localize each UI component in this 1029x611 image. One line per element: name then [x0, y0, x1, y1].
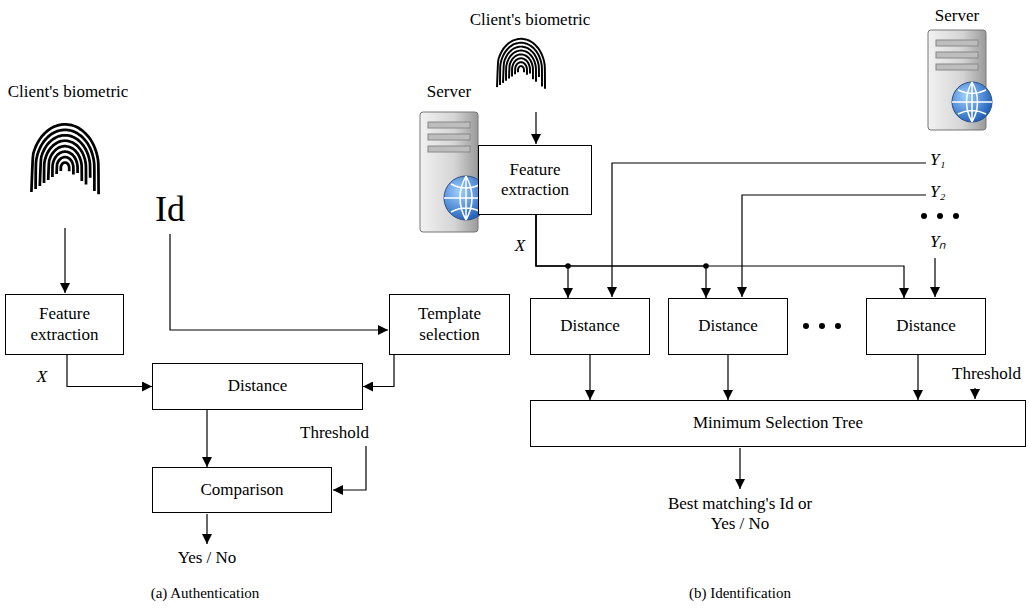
box-label: Minimum Selection Tree	[693, 413, 863, 433]
annotation: Client's biometric	[470, 10, 591, 30]
signal-arrow	[536, 215, 568, 298]
process-box: Distance	[866, 298, 986, 355]
fingerprint-ridge	[512, 58, 530, 76]
template-wire	[934, 258, 935, 297]
annotation: X	[515, 236, 525, 256]
annotation: Yₙ	[930, 232, 946, 252]
server-icon	[928, 30, 992, 130]
fingerprint-ridge	[48, 146, 82, 181]
annotation: Threshold	[952, 364, 1021, 384]
annotation: Y₂	[930, 182, 945, 202]
box-label: Distance	[228, 376, 287, 396]
fingerprint-ridge	[506, 51, 536, 82]
annotation: Client's biometric	[8, 82, 129, 102]
id-wire	[170, 234, 388, 330]
process-box: Feature extraction	[478, 145, 592, 215]
globe-lines	[952, 82, 992, 122]
fingerprint-ridge	[497, 39, 545, 89]
fingerprint-ridge	[500, 43, 542, 87]
dot	[835, 323, 841, 329]
box-label: Distance	[896, 316, 955, 336]
dot	[819, 323, 825, 329]
annotation: Y₁	[930, 150, 945, 170]
template-wire	[612, 163, 926, 297]
box-label: Template selection	[396, 304, 503, 345]
annotation: Best matching's Id or Yes / No	[665, 494, 815, 535]
signal-arrow	[589, 355, 590, 400]
fingerprint-ridge	[52, 152, 77, 177]
fingerprint-ridge	[40, 135, 90, 186]
threshold-wire	[974, 388, 975, 399]
signal-arrow	[67, 355, 152, 387]
fingerprint-ridge	[31, 124, 98, 194]
input-arrow	[64, 228, 65, 293]
process-box: Minimum Selection Tree	[530, 400, 1026, 447]
annotation: Server	[935, 6, 979, 26]
signal-arrow	[206, 410, 207, 467]
server-slot	[936, 40, 978, 46]
process-box: Feature extraction	[5, 294, 124, 355]
fingerprint-icon	[31, 124, 98, 194]
fingerprint-ridge	[36, 130, 95, 191]
template-wire	[742, 195, 926, 297]
process-box: Distance	[152, 363, 363, 410]
annotation: X	[37, 367, 47, 387]
process-box: Comparison	[152, 467, 332, 513]
output-arrow	[739, 448, 740, 489]
server-slot	[428, 146, 470, 152]
signal-arrow	[363, 355, 394, 387]
server-slot	[428, 134, 470, 140]
annotation: Yes / No	[178, 548, 237, 568]
box-label: Feature extraction	[485, 160, 585, 201]
dot	[937, 213, 943, 219]
globe	[952, 82, 992, 122]
process-box: Distance	[668, 298, 788, 355]
fingerprint-ridge	[509, 54, 533, 79]
box-label: Distance	[560, 316, 619, 336]
server-slot	[428, 122, 470, 128]
annotation: Id	[155, 188, 185, 231]
fingerprint-icon	[497, 39, 545, 89]
input-arrow	[535, 112, 536, 144]
box-label: Comparison	[200, 480, 283, 500]
signal-arrow	[917, 355, 918, 400]
signal-arrow	[536, 215, 904, 298]
box-label: Distance	[698, 316, 757, 336]
box-label: Feature extraction	[12, 304, 117, 345]
annotation: Threshold	[300, 423, 369, 443]
sub-caption: (a) Authentication	[151, 584, 260, 602]
fingerprint-ridge	[503, 47, 539, 83]
process-box: Template selection	[389, 294, 510, 355]
dot	[953, 213, 959, 219]
fingerprint-ridge	[61, 163, 69, 172]
output-arrow	[206, 514, 207, 544]
fingerprint-ridge	[57, 157, 74, 174]
server-slot	[936, 52, 978, 58]
fingerprint-ridge	[518, 66, 524, 72]
fingerprint-ridge	[44, 141, 86, 185]
server-slot	[936, 64, 978, 70]
sub-caption: (b) Identification	[689, 584, 791, 602]
wires	[65, 112, 975, 544]
dot	[803, 323, 809, 329]
threshold-wire	[333, 446, 366, 490]
annotation: Server	[427, 82, 471, 102]
dot	[921, 213, 927, 219]
process-box: Distance	[530, 298, 650, 355]
fingerprint-ridge	[515, 62, 527, 74]
signal-arrow	[536, 215, 706, 298]
signal-arrow	[727, 355, 728, 400]
